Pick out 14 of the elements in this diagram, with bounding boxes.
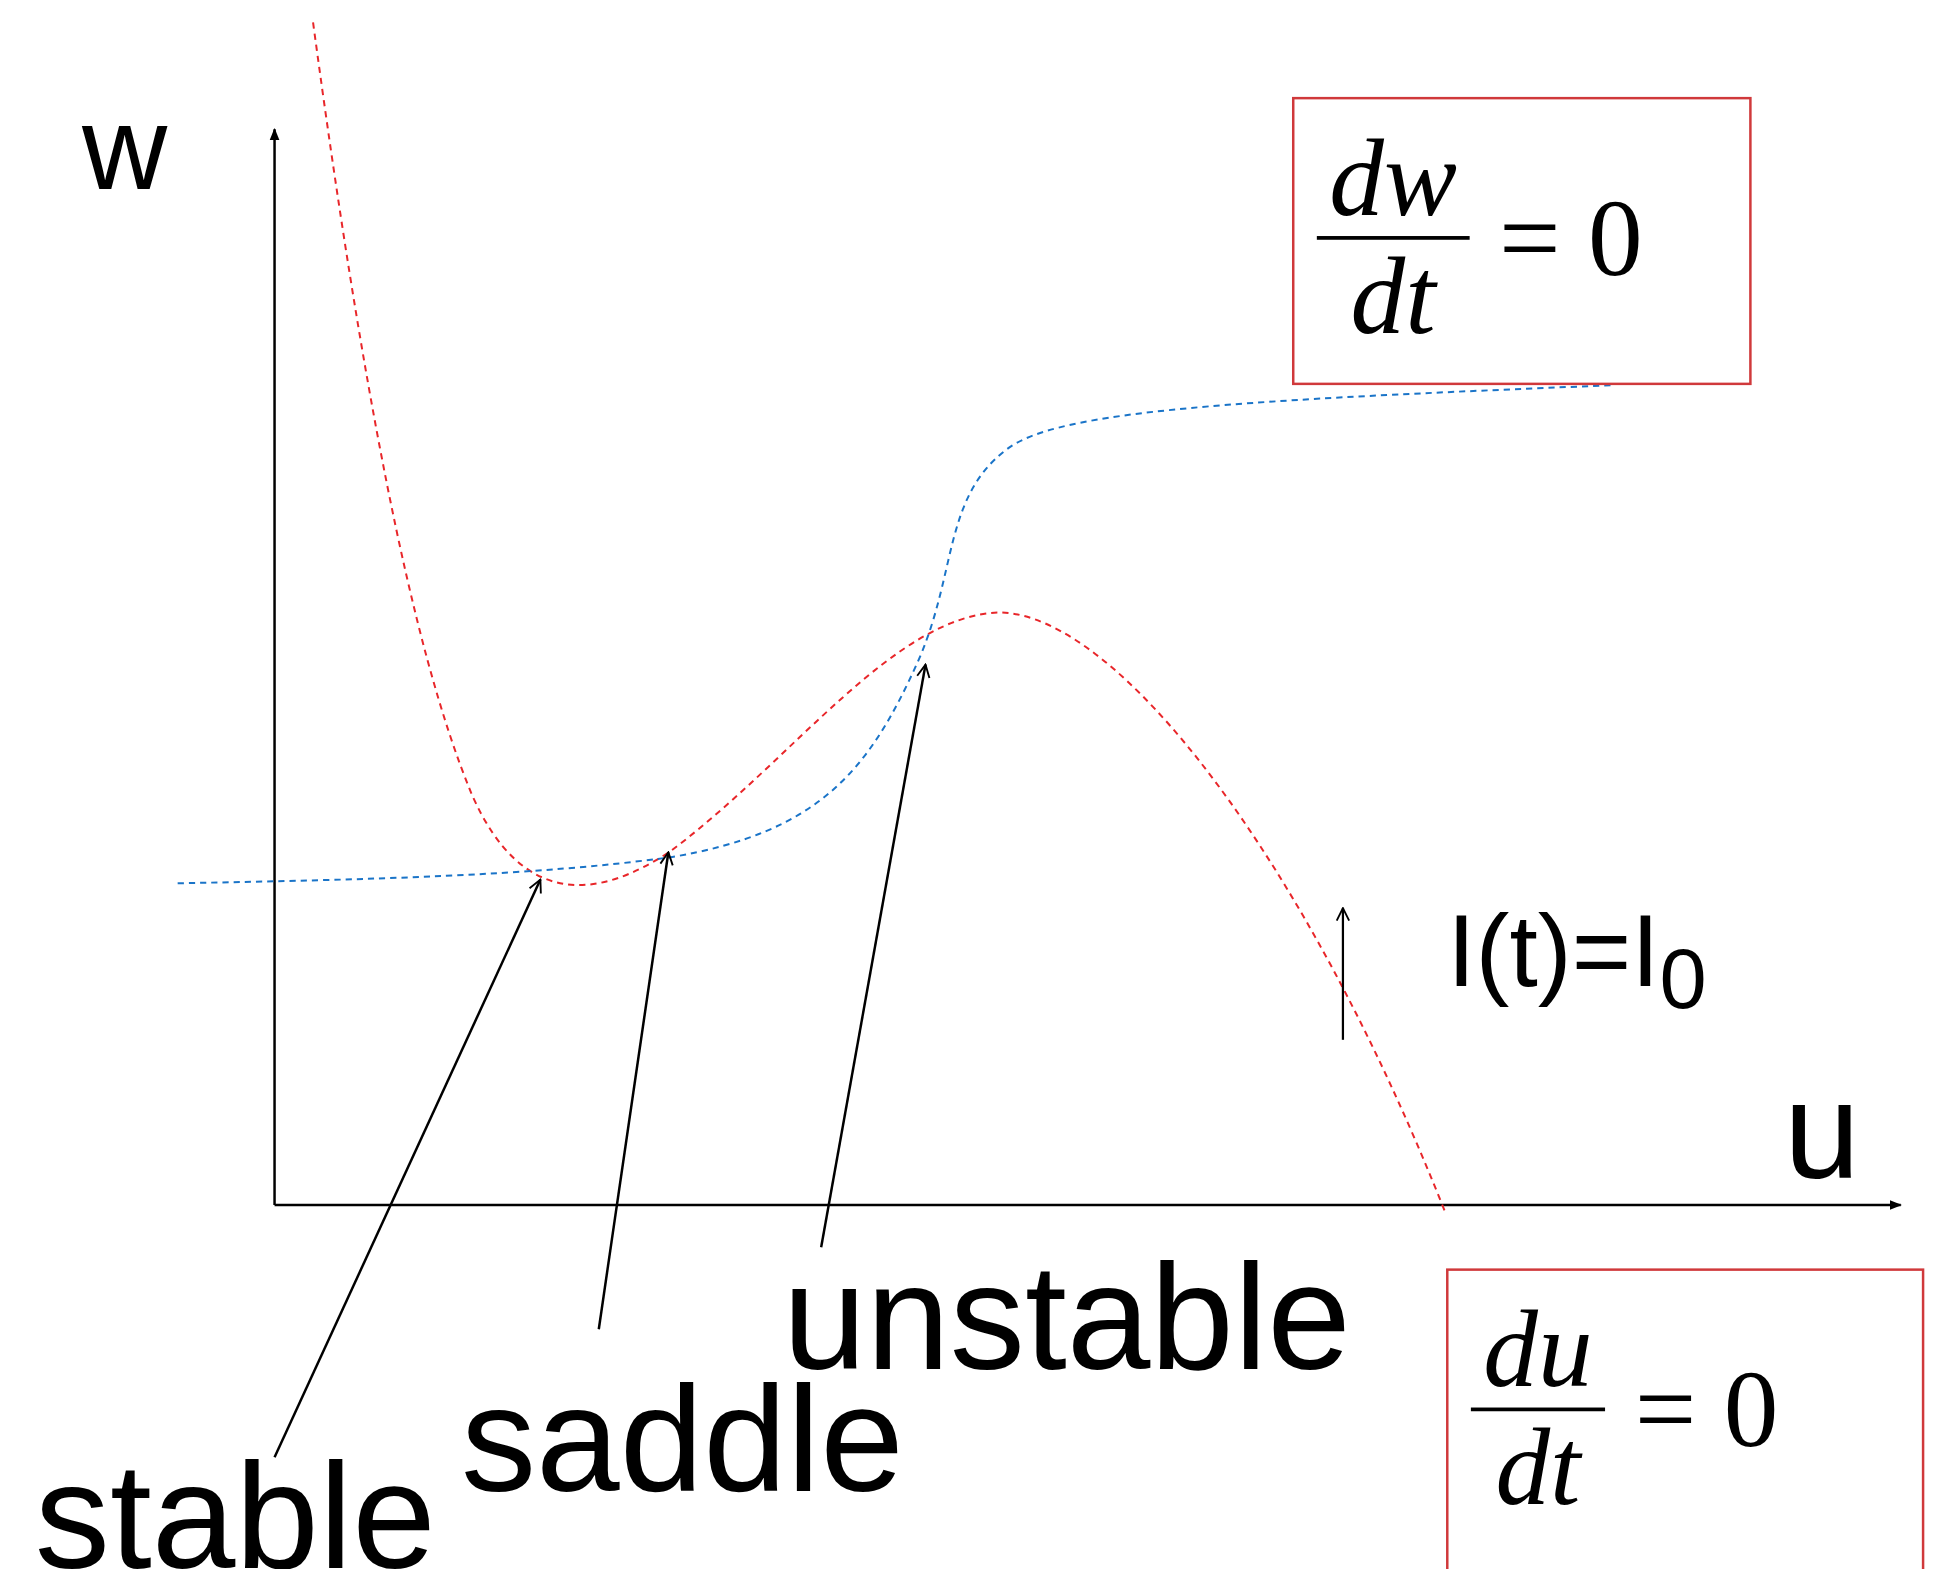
axis-label: u: [1783, 1062, 1860, 1199]
leader-line: [273, 878, 542, 1458]
equation-box: [1292, 96, 1752, 386]
equation-box: [1446, 1268, 1925, 1569]
axis-label: w: [82, 89, 168, 208]
denominator-text: dt: [1494, 1411, 1584, 1527]
equation-text: = 0: [1634, 1348, 1779, 1473]
leader-line: [597, 851, 674, 1330]
leader-line: [819, 663, 931, 1248]
numerator-text: dw: [1316, 121, 1470, 241]
numerator-text: du: [1470, 1293, 1606, 1412]
input-label: I(t)=I$_{0}$: [1447, 900, 1707, 1021]
equation-text: = 0: [1499, 177, 1643, 301]
denominator-text: dt: [1349, 240, 1439, 356]
